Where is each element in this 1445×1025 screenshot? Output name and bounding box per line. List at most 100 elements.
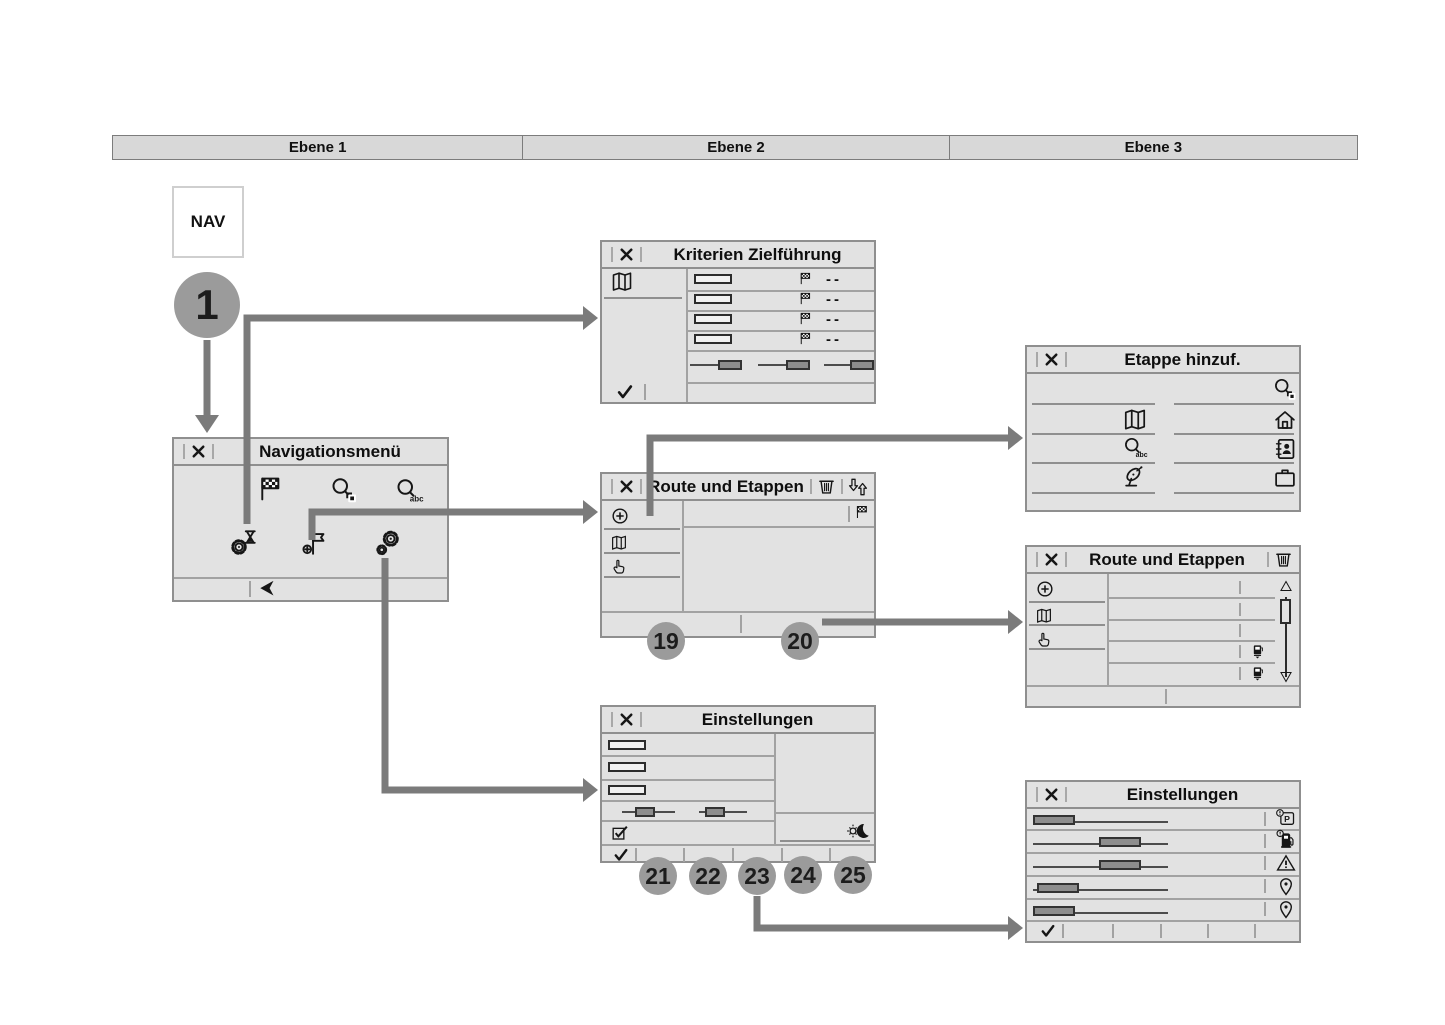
address-entry-icon[interactable] [192, 474, 222, 504]
scroll-down-icon[interactable] [1278, 669, 1294, 685]
divider [1174, 462, 1294, 464]
map-icon[interactable] [1122, 407, 1148, 433]
day-night-icon[interactable] [846, 818, 870, 842]
criteria-slider-handle[interactable] [850, 360, 874, 370]
callout-19: 19 [647, 622, 685, 660]
criteria-option-button[interactable] [694, 314, 732, 324]
divider [611, 247, 613, 262]
confirm-check-icon[interactable] [615, 382, 635, 402]
scrollbar-track[interactable] [1285, 597, 1287, 677]
criteria-option-button[interactable] [694, 334, 732, 344]
criteria-option-button[interactable] [694, 274, 732, 284]
divider [212, 444, 214, 459]
divider [174, 577, 447, 579]
divider [1027, 898, 1299, 900]
criteria-slider-handle[interactable] [718, 360, 742, 370]
parking-alert-icon [1275, 808, 1297, 830]
divider [1264, 834, 1266, 848]
divider [611, 712, 613, 727]
delete-icon[interactable] [1273, 549, 1294, 570]
name-search-icon[interactable] [1122, 436, 1148, 462]
map-icon[interactable] [610, 534, 628, 552]
panel-navigationsmenu: Navigationsmenü [172, 437, 449, 602]
divider [1036, 352, 1038, 367]
divider [1036, 787, 1038, 802]
confirm-check-icon[interactable] [612, 846, 630, 864]
settings-slider[interactable] [1033, 912, 1168, 914]
scrollbar-thumb[interactable] [1280, 599, 1291, 624]
close-icon[interactable] [189, 442, 208, 461]
route-stages-icon[interactable] [300, 529, 329, 558]
home-icon[interactable] [1272, 407, 1298, 433]
scroll-up-icon[interactable] [1278, 578, 1294, 594]
divider [1065, 787, 1067, 802]
close-icon[interactable] [1042, 785, 1061, 804]
settings-slider[interactable] [1033, 889, 1168, 891]
divider [1174, 492, 1294, 494]
reorder-icon[interactable] [847, 476, 869, 498]
settings-slider-handle[interactable] [705, 807, 725, 817]
criteria-option-button[interactable] [694, 294, 732, 304]
callout-22: 22 [689, 857, 727, 895]
nav-key[interactable]: NAV [172, 186, 244, 258]
poi-search-icon[interactable] [329, 476, 359, 506]
divider [774, 812, 874, 814]
settings-slider-handle[interactable] [635, 807, 655, 817]
confirm-check-icon[interactable] [1039, 922, 1057, 940]
divider [841, 479, 843, 494]
panel-kriterien-zielfuehrung: Kriterien Zielführung -- -- -- -- [600, 240, 876, 404]
divider [1107, 574, 1109, 685]
coords-icon[interactable] [1122, 465, 1148, 491]
criteria-slider[interactable] [824, 364, 874, 366]
address-entry-icon[interactable] [1122, 377, 1148, 403]
add-stage-icon[interactable] [1035, 579, 1055, 599]
divider [602, 755, 774, 757]
panel-einstellungen-e3: Einstellungen [1025, 780, 1301, 943]
name-search-icon[interactable] [394, 477, 424, 507]
close-icon[interactable] [1042, 350, 1061, 369]
location-pin-icon [1275, 898, 1297, 920]
criteria-slider[interactable] [758, 364, 810, 366]
add-stage-icon[interactable] [610, 506, 630, 526]
settings-slider-handle[interactable] [1037, 883, 1079, 893]
close-icon[interactable] [1042, 550, 1061, 569]
criteria-slider[interactable] [690, 364, 742, 366]
divider [1065, 552, 1067, 567]
settings-slider-handle[interactable] [1099, 837, 1141, 847]
divider [1032, 462, 1155, 464]
settings-slider-handle[interactable] [1033, 815, 1075, 825]
divider [686, 310, 874, 312]
divider [1239, 581, 1241, 594]
settings-slider[interactable] [1033, 821, 1168, 823]
poi-search-icon[interactable] [1272, 377, 1298, 403]
close-icon[interactable] [617, 477, 636, 496]
map-icon[interactable] [1035, 607, 1053, 625]
warning-icon [1275, 852, 1297, 874]
settings-option-button[interactable] [608, 785, 646, 795]
location-pin-icon [1275, 875, 1297, 897]
settings-option-button[interactable] [608, 740, 646, 750]
settings-option-button[interactable] [608, 762, 646, 772]
map-icon[interactable] [610, 270, 634, 294]
close-icon[interactable] [617, 245, 636, 264]
delete-icon[interactable] [816, 476, 837, 497]
cursor-icon[interactable] [258, 579, 278, 599]
guidance-criteria-icon[interactable] [230, 527, 260, 557]
divider [682, 526, 874, 528]
destination-flag-icon [798, 291, 813, 306]
settings-slider-handle[interactable] [1099, 860, 1141, 870]
touch-select-icon[interactable] [1035, 631, 1053, 649]
destination-flag-icon[interactable] [256, 474, 285, 503]
settings-slider-handle[interactable] [1033, 906, 1075, 916]
divider [810, 479, 812, 494]
settings-icon[interactable] [373, 528, 403, 558]
criteria-slider-handle[interactable] [786, 360, 810, 370]
checkbox-icon[interactable] [610, 823, 630, 843]
close-icon[interactable] [617, 710, 636, 729]
panel-title: Route und Etappen [1089, 549, 1245, 569]
divider [1174, 433, 1294, 435]
contacts-icon[interactable] [1272, 436, 1298, 462]
touch-select-icon[interactable] [610, 558, 628, 576]
work-icon[interactable] [1272, 465, 1298, 491]
